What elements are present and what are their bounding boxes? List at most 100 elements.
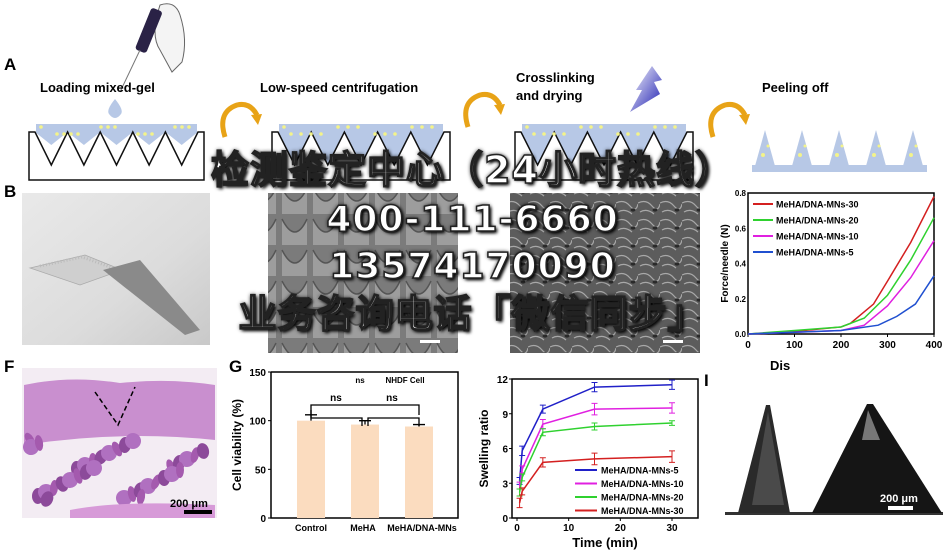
microneedle [755, 130, 775, 166]
gel-fill [35, 132, 68, 145]
curved-arrow-icon [708, 102, 748, 138]
microneedle [903, 130, 923, 166]
error-bar [669, 379, 675, 390]
series-line [747, 217, 935, 335]
legend-label: MeHA/DNA-MNs-30 [776, 200, 859, 210]
y-tick-label: 0.8 [735, 189, 747, 198]
mold-schematics [28, 124, 694, 181]
x-tick-label: MeHA [350, 523, 376, 533]
gel-layer [36, 124, 197, 132]
x-tick-label: 20 [615, 523, 627, 534]
panel-label-g: G [229, 357, 242, 376]
particle [383, 132, 387, 136]
bar [297, 420, 325, 518]
particle [62, 132, 66, 136]
particle [761, 153, 765, 157]
x-tick-label: 200 [833, 340, 850, 351]
y-axis-label: Force/needle (N) [720, 224, 731, 302]
particle [636, 132, 640, 136]
error-bar [591, 381, 598, 393]
microneedle [866, 130, 886, 166]
particle [877, 144, 881, 148]
hair-follicle [111, 441, 123, 457]
puncture-outline [94, 386, 136, 427]
particle [99, 125, 103, 129]
hair-follicle [176, 462, 184, 478]
step1-label: Loading mixed-gel [40, 80, 155, 95]
particle [552, 132, 556, 136]
scale-bar-d [663, 340, 683, 343]
gel-layer [279, 124, 443, 132]
particle [136, 132, 140, 136]
particle [626, 132, 630, 136]
sem-image-microneedle-array [268, 193, 458, 353]
legend-label: MeHA/DNA-MNs-20 [601, 493, 684, 503]
arrow-head-icon [739, 114, 750, 125]
particle [319, 132, 323, 136]
curved-arrow-icon [220, 102, 260, 138]
gel-fill [67, 132, 101, 145]
y-tick-label: 100 [249, 417, 266, 428]
legend-label: MeHA/DNA-MNs-20 [776, 216, 859, 226]
particle [589, 125, 593, 129]
y-axis-label: Cell viability (%) [230, 399, 244, 491]
mold [28, 130, 205, 181]
error-bar [359, 420, 371, 425]
particle [420, 125, 424, 129]
error-bar [669, 402, 675, 414]
particle [798, 153, 802, 157]
legend-label: MeHA/DNA-MNs-10 [601, 479, 684, 489]
sem-image-cross-section [510, 193, 700, 353]
gel-fill [165, 132, 198, 145]
particle [599, 125, 603, 129]
y-tick-label: 50 [255, 465, 267, 476]
gel-fill [554, 132, 588, 165]
significance-bracket [310, 410, 420, 426]
peeled-microneedles [752, 130, 927, 172]
gel-fill [311, 132, 345, 165]
particle [113, 125, 117, 129]
x-tick-label: 400 [926, 340, 943, 351]
step3-label-line2: and drying [516, 88, 583, 103]
particle [872, 153, 876, 157]
particle [106, 125, 110, 129]
uv-light-icon [630, 66, 662, 112]
microneedle [829, 130, 849, 166]
hair-follicle [34, 435, 44, 451]
particle [532, 132, 536, 136]
gel-layer [522, 124, 686, 132]
y-tick-label: 150 [249, 368, 266, 379]
error-bar [591, 402, 598, 416]
hair-follicle [136, 489, 146, 505]
error-bar [669, 420, 675, 426]
gel-fill [587, 132, 621, 165]
mold [271, 130, 451, 181]
bar [351, 424, 379, 518]
patch-base [752, 165, 927, 172]
particle [373, 132, 377, 136]
particle [673, 125, 677, 129]
x-tick-label: 0 [745, 340, 751, 351]
y-tick-label: 0 [502, 514, 508, 525]
epidermis [24, 379, 215, 445]
particle [542, 132, 546, 136]
x-tick-label: 0 [514, 523, 520, 534]
particle [909, 153, 913, 157]
error-bar [519, 487, 526, 496]
particle [180, 125, 184, 129]
gel-fill [132, 132, 166, 145]
scale-bar-label-i: 200 μm [880, 493, 918, 505]
particle [430, 125, 434, 129]
step4-label: Peeling off [762, 80, 829, 95]
error-bar [539, 457, 546, 468]
particle [393, 132, 397, 136]
particle [282, 125, 286, 129]
particle [914, 144, 918, 148]
particle [69, 132, 73, 136]
gel-fill [653, 132, 687, 165]
legend-label: MeHA/DNA-MNs-5 [776, 248, 854, 258]
